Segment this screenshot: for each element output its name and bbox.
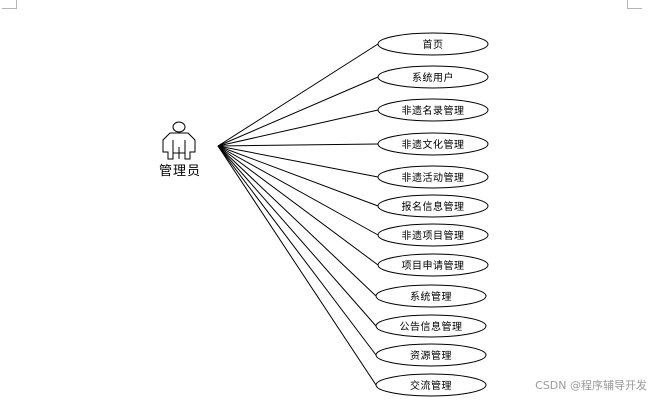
- use-case: 系统用户: [377, 65, 489, 89]
- actor-label: 管理员: [159, 164, 201, 179]
- use-case-ellipse: [377, 65, 489, 89]
- association-line: [217, 76, 379, 147]
- use-case-ellipse: [377, 253, 489, 277]
- association-line: [217, 109, 379, 147]
- use-case-ellipse: [377, 132, 489, 156]
- use-case: 系统管理: [375, 284, 487, 308]
- use-case-ellipse: [377, 223, 489, 247]
- actor-head: [172, 121, 186, 133]
- use-case-ellipse: [375, 373, 487, 397]
- association-line: [217, 145, 379, 236]
- use-case-label: 系统管理: [410, 290, 452, 303]
- use-case-ellipse: [377, 98, 489, 122]
- watermark: CSDN @程序辅导开发: [535, 379, 647, 392]
- use-case: 报名信息管理: [377, 194, 489, 218]
- crop-mark-left: [2, 0, 17, 9]
- association-line: [217, 43, 379, 147]
- actor-figure: [162, 121, 196, 160]
- use-case-label: 非遗文化管理: [402, 138, 465, 151]
- association-line: [217, 145, 379, 207]
- use-case: 资源管理: [375, 343, 487, 367]
- use-case-label: 非遗名录管理: [402, 104, 465, 117]
- use-case: 首页: [377, 32, 489, 56]
- use-case-ellipse: [375, 314, 487, 338]
- use-case: 项目申请管理: [377, 253, 489, 277]
- use-case-label: 公告信息管理: [400, 320, 463, 333]
- use-case-ellipse: [377, 32, 489, 56]
- use-case: 非遗名录管理: [377, 98, 489, 122]
- association-line: [217, 145, 377, 327]
- use-case-label: 非遗活动管理: [402, 171, 465, 184]
- association-line: [217, 145, 377, 297]
- association-lines: [217, 43, 379, 386]
- use-case: 交流管理: [375, 373, 487, 397]
- use-case-label: 项目申请管理: [402, 259, 465, 272]
- association-line: [217, 145, 379, 178]
- use-case-label: 报名信息管理: [402, 200, 465, 213]
- use-case-ellipse: [375, 284, 487, 308]
- use-case: 非遗活动管理: [377, 165, 489, 189]
- use-case-label: 非遗项目管理: [402, 229, 465, 242]
- use-case: 非遗文化管理: [377, 132, 489, 156]
- crop-mark-right: [627, 0, 642, 9]
- use-case: 非遗项目管理: [377, 223, 489, 247]
- use-case: 公告信息管理: [375, 314, 487, 338]
- use-case-label: 首页: [423, 38, 444, 51]
- use-case-ellipse: [375, 343, 487, 367]
- use-case-list: 首页系统用户非遗名录管理非遗文化管理非遗活动管理报名信息管理非遗项目管理项目申请…: [375, 32, 489, 397]
- use-case-ellipse: [377, 165, 489, 189]
- use-case-label: 系统用户: [412, 71, 454, 84]
- association-line: [217, 143, 379, 147]
- association-line: [217, 145, 377, 356]
- use-case-label: 资源管理: [410, 349, 452, 362]
- use-case-ellipse: [377, 194, 489, 218]
- association-line: [217, 145, 377, 386]
- use-case-label: 交流管理: [410, 379, 452, 392]
- association-line: [217, 145, 379, 266]
